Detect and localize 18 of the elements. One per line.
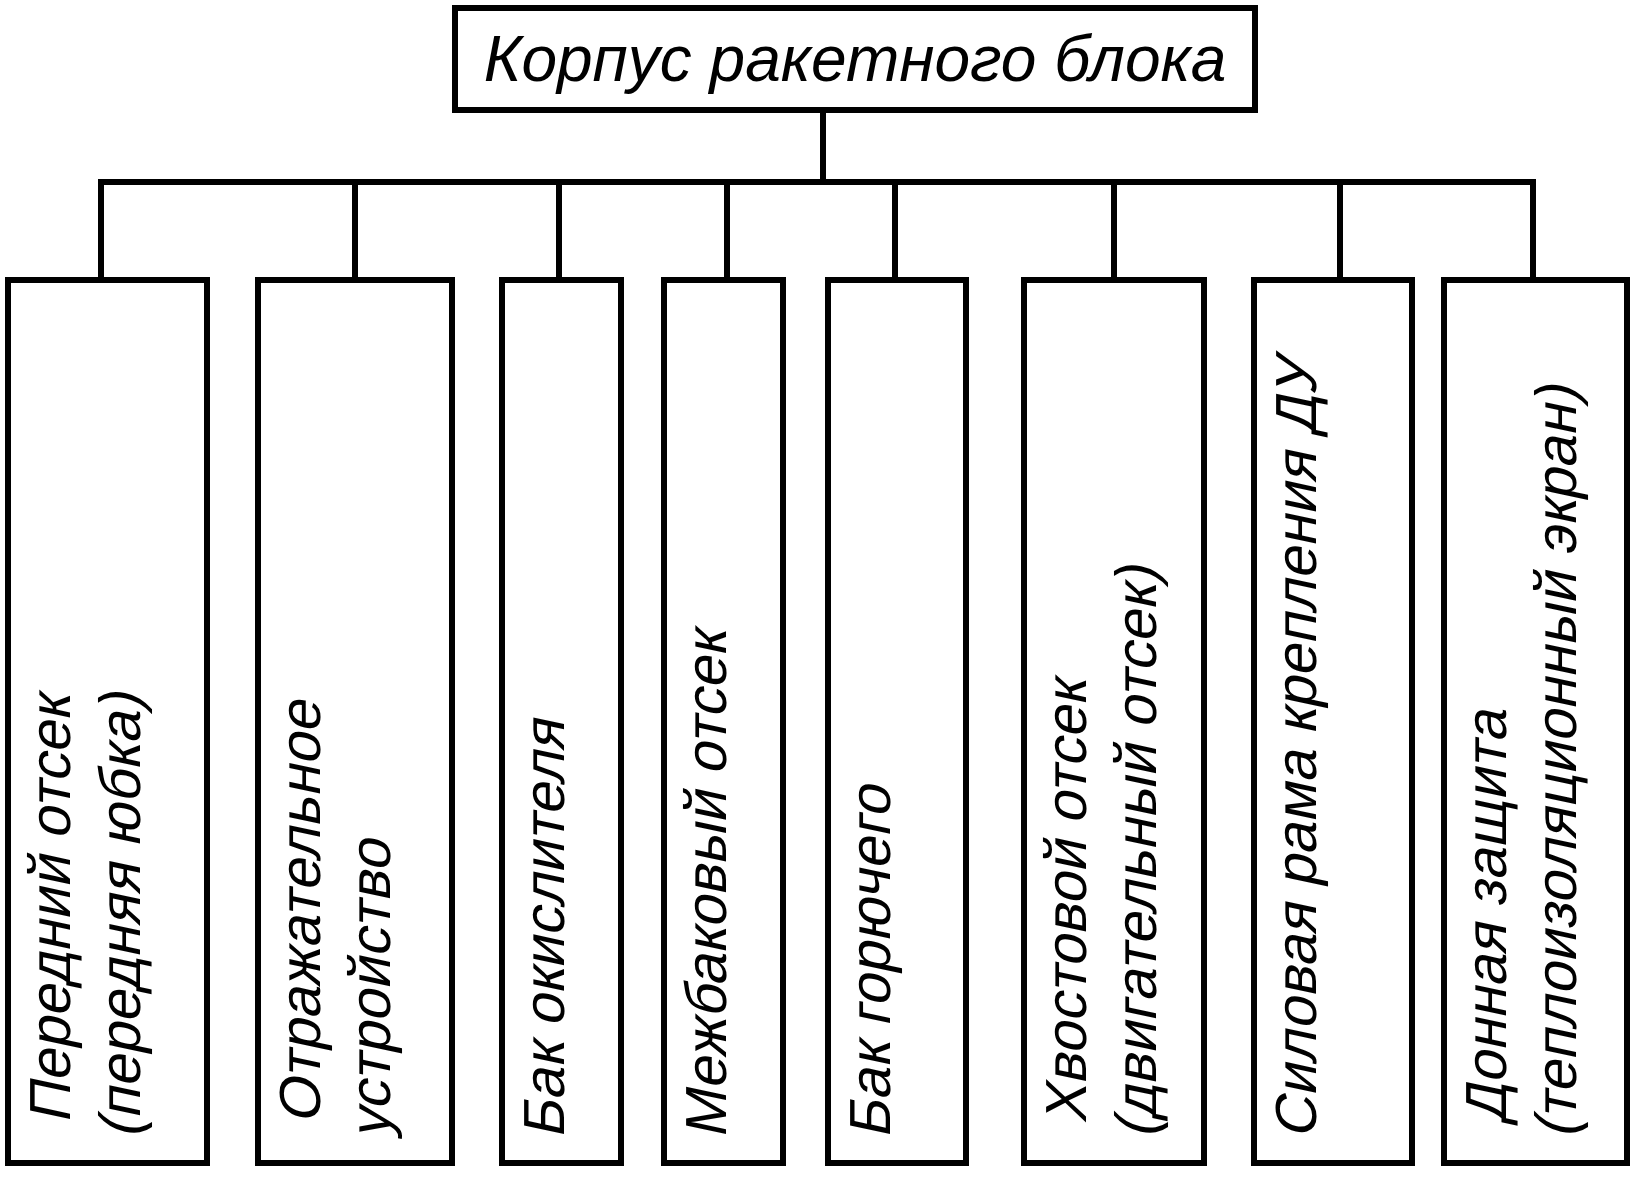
component-box xyxy=(1021,277,1207,1166)
component-label: Хвостовой отсек (двигательный отсек) xyxy=(1032,554,1169,1143)
component-label: Бак горючего xyxy=(836,773,903,1142)
component-box xyxy=(825,277,969,1166)
component-box xyxy=(1441,277,1630,1166)
component-label: Силовая рама крепления ДУ xyxy=(1262,346,1329,1142)
component-box xyxy=(1251,277,1415,1166)
component-label: Межбаковый отсек xyxy=(672,619,739,1142)
component-label: Отражательное устройство xyxy=(266,689,403,1143)
component-box xyxy=(499,277,624,1166)
component-label: Бак окислителя xyxy=(510,707,577,1142)
root-label: Корпус ракетного блока xyxy=(482,23,1228,95)
component-box xyxy=(5,277,210,1166)
root-box xyxy=(452,5,1258,113)
component-box xyxy=(255,277,455,1166)
component-label: Передний отсек (передняя юбка) xyxy=(16,680,153,1143)
component-label: Донная защита (теплоизоляционный экран) xyxy=(1452,373,1589,1143)
component-box xyxy=(661,277,786,1166)
